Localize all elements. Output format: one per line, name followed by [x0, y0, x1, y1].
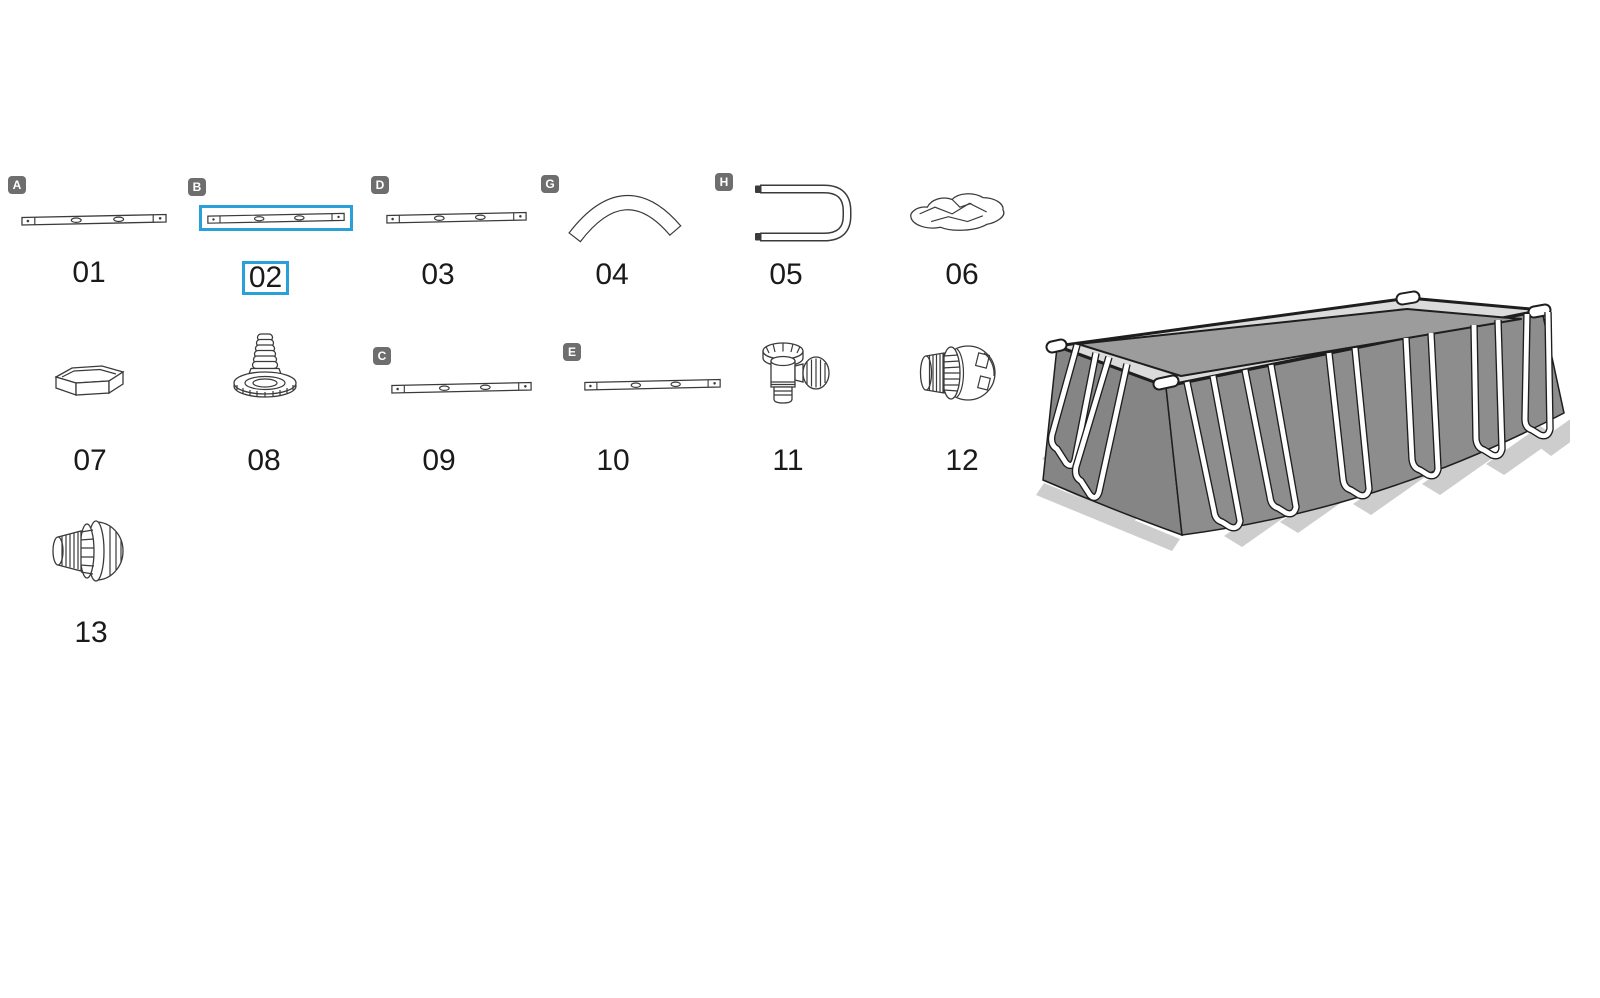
part-number: 09 [422, 444, 456, 477]
top-rail-beam-art [20, 212, 168, 228]
top-rail-beam-art [385, 210, 528, 226]
part-06[interactable]: 06 [903, 188, 1023, 293]
part-letter-badge: E [563, 343, 581, 361]
part-09[interactable]: C 09 [373, 347, 543, 482]
part-11[interactable]: 11 [748, 340, 868, 477]
part-letter-badge: D [371, 176, 389, 194]
pool-illustration [1036, 290, 1570, 551]
fabric-cover-art [910, 193, 1005, 231]
part-number: 13 [74, 616, 108, 649]
part-number: 05 [769, 258, 803, 291]
u-shaped-leg-tube-art [755, 184, 852, 242]
top-rail-beam-art [206, 211, 346, 226]
part-10[interactable]: E 10 [563, 343, 733, 478]
part-number: 11 [772, 444, 804, 477]
part-08[interactable]: 08 [224, 330, 344, 480]
part-number: 08 [247, 444, 281, 477]
part-13[interactable]: 13 [50, 508, 170, 653]
part-letter-badge: H [715, 173, 733, 191]
part-number: 06 [945, 258, 979, 291]
part-number: 12 [945, 444, 979, 477]
part-04[interactable]: G 04 [541, 175, 701, 295]
top-rail-beam-art [390, 380, 533, 396]
part-05[interactable]: H 05 [715, 173, 875, 298]
part-12[interactable]: 12 [918, 340, 1038, 477]
selected-part-number: 02 [242, 261, 289, 295]
part-letter-badge: A [8, 176, 26, 194]
part-number: 07 [73, 444, 107, 477]
drain-valve-cap-art [233, 333, 297, 398]
part-02-selected[interactable]: B 02 [188, 178, 368, 303]
part-letter-badge: G [541, 175, 559, 193]
part-number: 01 [72, 256, 106, 289]
part-01[interactable]: A 01 [8, 176, 208, 296]
part-03[interactable]: D 03 [371, 176, 541, 296]
inlet-jet-connector-art [52, 520, 124, 582]
strainer-connector-art [919, 345, 996, 401]
part-letter-badge: B [188, 178, 206, 196]
hex-cap-art [54, 365, 125, 396]
part-number: 03 [421, 258, 455, 291]
part-letter-badge: C [373, 347, 391, 365]
control-valve-art [762, 342, 830, 404]
part-number: 10 [596, 444, 630, 477]
part-number: 04 [595, 258, 629, 291]
top-rail-beam-art [583, 377, 722, 393]
selection-highlight-box [199, 205, 353, 231]
curved-corner-tube-art [568, 194, 682, 243]
part-07[interactable]: 07 [50, 358, 170, 478]
